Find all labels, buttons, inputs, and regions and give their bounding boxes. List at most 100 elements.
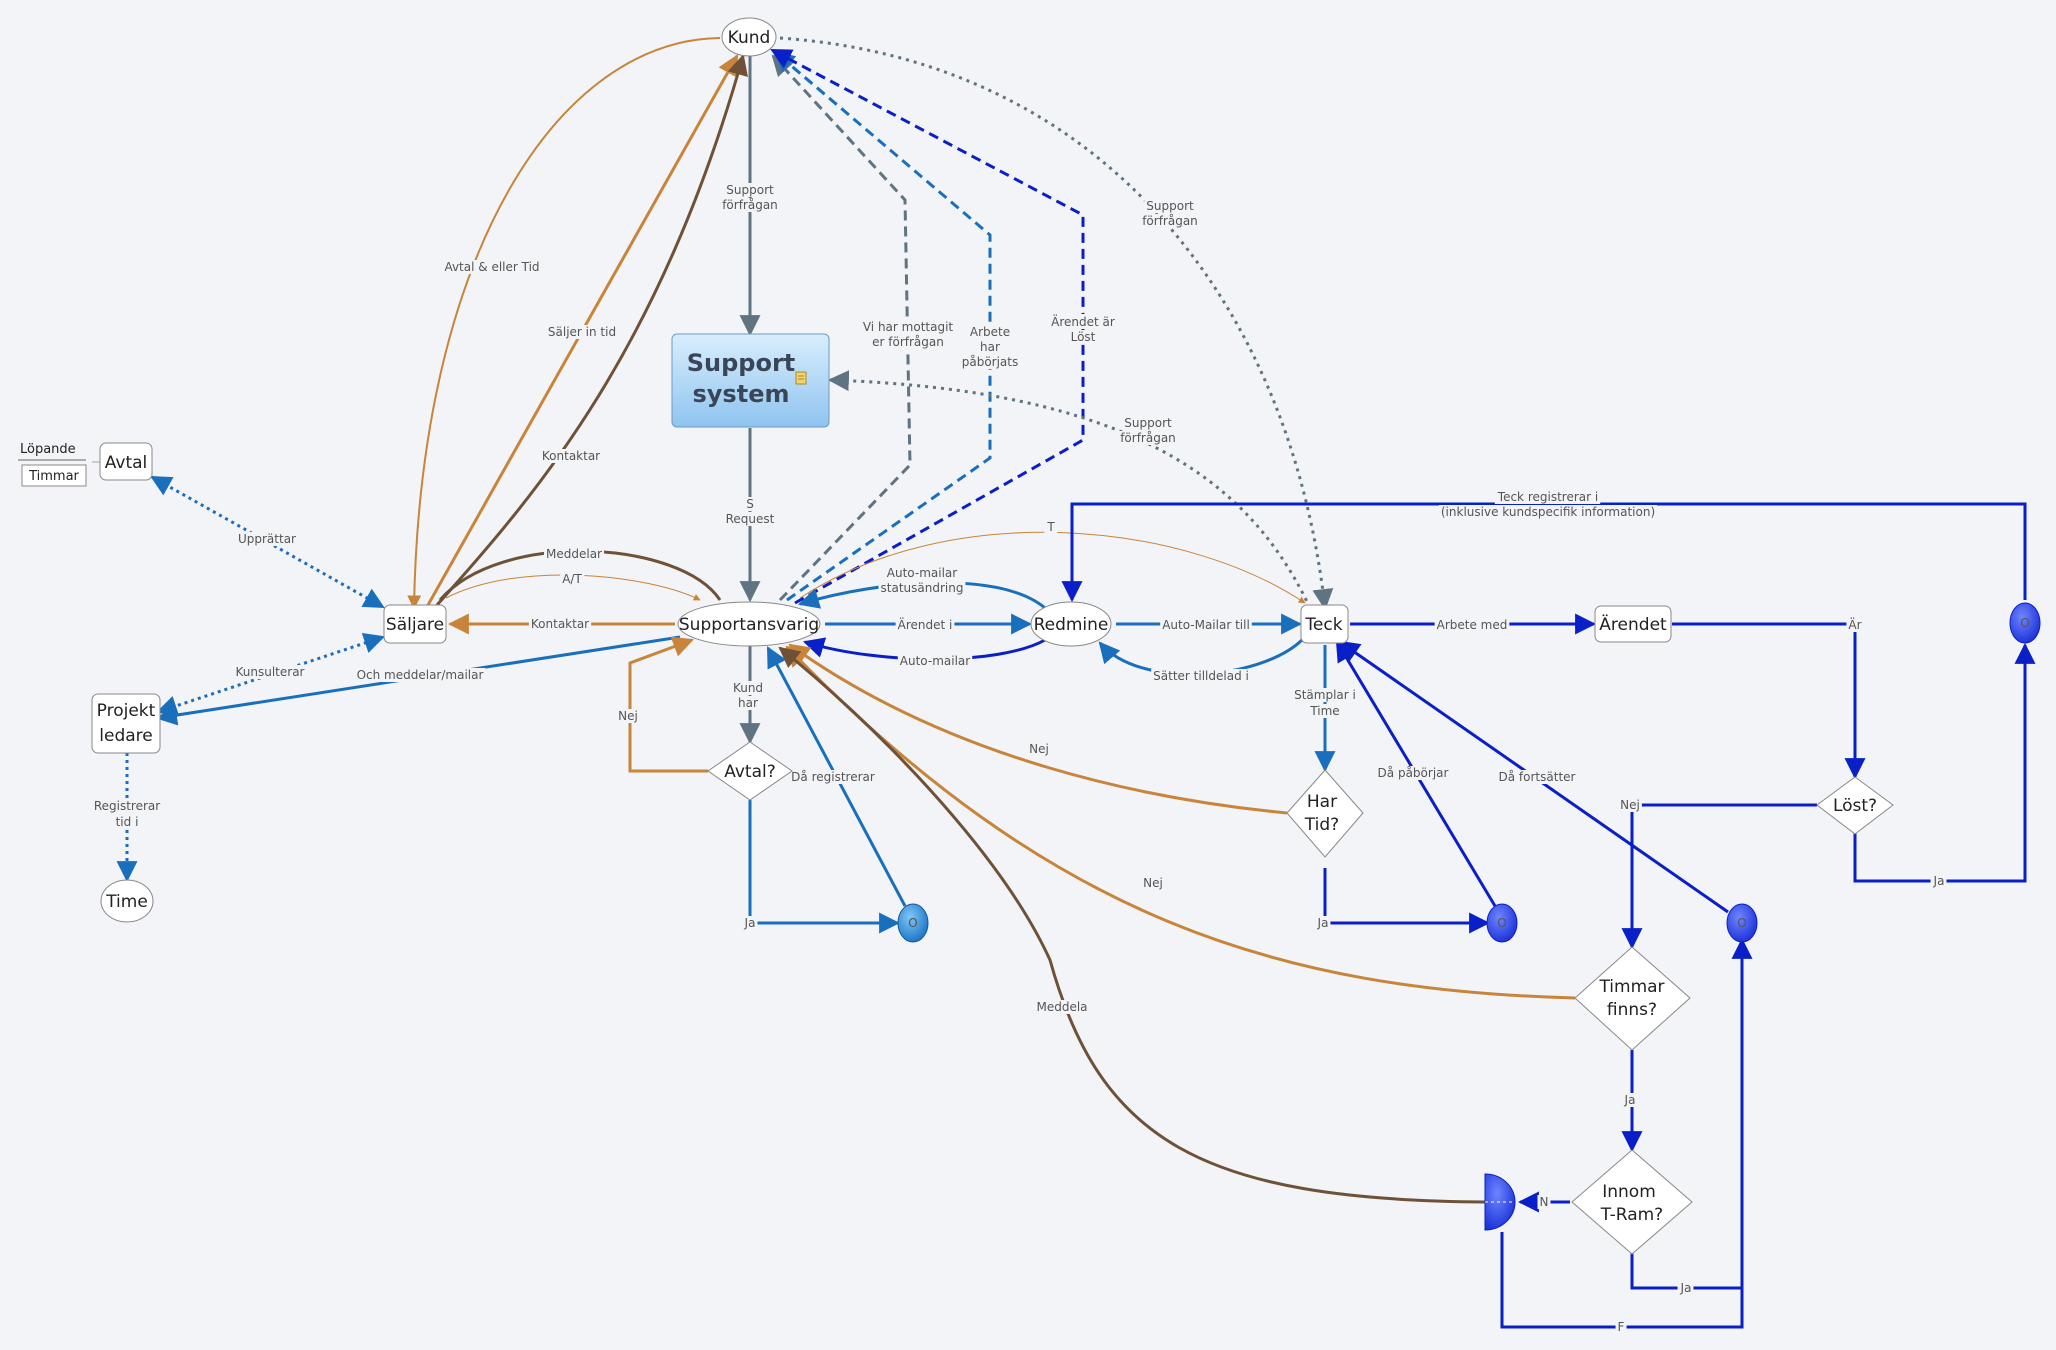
node-kund-label: Kund	[728, 28, 771, 48]
label-background	[897, 654, 973, 668]
label-satter-tilldelad: Sätter tilldelad i	[1153, 669, 1249, 683]
label-nej-3: Nej	[1620, 798, 1640, 812]
node-saljare[interactable]: Säljare	[383, 604, 447, 644]
support-system-title-2: system	[693, 380, 790, 408]
label-nej-1: Nej	[618, 709, 638, 723]
label-registrerar-a: Registrerar	[94, 799, 160, 813]
label-och-meddelar: Och meddelar/mailar	[357, 668, 484, 682]
label-background	[1151, 669, 1251, 683]
label-background	[91, 799, 163, 813]
label-background	[1140, 214, 1200, 228]
o-marker-avtal[interactable]: O	[897, 903, 929, 943]
label-ja-5: Ja	[1680, 1281, 1692, 1295]
label-background	[1537, 1195, 1551, 1209]
o-marker-har-tid[interactable]: O	[1486, 903, 1518, 943]
label-background	[1434, 618, 1510, 632]
label-nej-2: Nej	[1029, 742, 1049, 756]
label-background	[1144, 199, 1197, 213]
label-background	[1044, 520, 1058, 534]
node-support-system[interactable]: Support system	[671, 333, 830, 428]
decision-avtal-label: Avtal?	[724, 762, 776, 782]
decision-har-tid-label-1: Har	[1307, 792, 1337, 812]
label-da-fortsatter: Då fortsätter	[1499, 770, 1576, 784]
decision-lost[interactable]: Löst?	[1816, 776, 1894, 835]
label-background	[884, 566, 960, 580]
label-support-forfragan-1b: förfrågan	[722, 198, 778, 212]
label-ja-1: Ja	[744, 916, 756, 930]
label-da-paborjar: Då påbörjar	[1378, 766, 1449, 780]
label-background	[895, 617, 955, 632]
label-background	[878, 581, 966, 595]
label-registrerar-b: tid i	[116, 815, 139, 829]
label-background	[233, 665, 307, 679]
label-background	[1122, 416, 1175, 430]
node-saljare-label: Säljare	[386, 615, 444, 635]
label-background	[1615, 1320, 1627, 1334]
node-avtal-label: Avtal	[105, 453, 148, 473]
label-arendet-i: Ärendet i	[898, 617, 953, 632]
decision-innom-label-1: Innom	[1602, 1182, 1656, 1202]
label-background	[528, 617, 592, 631]
label-vi-har-mottagit-a: Vi har mottagit	[863, 320, 954, 334]
label-t: T	[1046, 520, 1055, 534]
label-background	[1618, 798, 1642, 812]
decision-avtal[interactable]: Avtal?	[707, 741, 793, 801]
node-supportansvarig-label: Supportansvarig	[679, 615, 819, 635]
label-nej-4: Nej	[1143, 876, 1163, 890]
label-teck-registrerar-b: (inklusive kundspecifik information)	[1441, 505, 1655, 519]
label-background	[870, 335, 946, 349]
label-meddelar: Meddelar	[546, 547, 602, 561]
label-kund-har-a: Kund	[733, 681, 763, 695]
label-arbete-med: Arbete med	[1437, 618, 1508, 632]
label-background	[235, 532, 299, 546]
label-background	[1049, 314, 1117, 329]
label-teck-registrerar-a: Teck registrerar i	[1497, 490, 1598, 504]
node-projektledare[interactable]: Projekt ledare	[91, 693, 161, 754]
o-marker-lost[interactable]: O	[2009, 602, 2041, 644]
label-background	[544, 547, 605, 561]
label-background	[789, 770, 877, 784]
label-kund-har-b: har	[738, 696, 758, 710]
label-background	[1375, 766, 1451, 780]
node-kund[interactable]: Kund	[721, 17, 777, 57]
label-kontaktar-mid: Kontaktar	[531, 617, 589, 631]
label-saljer-in-tid: Säljer in tid	[548, 325, 616, 339]
label-background	[113, 815, 141, 829]
node-avtal[interactable]: Avtal	[99, 442, 153, 481]
label-stamplar-b: Time	[1309, 704, 1339, 718]
node-supportansvarig[interactable]: Supportansvarig	[677, 601, 821, 647]
decision-timmar-finns[interactable]: Timmar finns?	[1574, 946, 1691, 1051]
node-time-label: Time	[105, 892, 148, 912]
label-background	[1314, 916, 1331, 930]
label-support-forfragan-3a: Support	[1124, 416, 1172, 430]
node-projektledare-label-1: Projekt	[97, 701, 156, 721]
label-background	[539, 449, 603, 463]
note-icon[interactable]	[795, 371, 807, 385]
label-background	[1846, 617, 1864, 632]
node-redmine[interactable]: Redmine	[1030, 601, 1112, 647]
half-circle-marker[interactable]	[1484, 1173, 1516, 1231]
label-n: N	[1540, 1195, 1549, 1209]
label-background	[720, 198, 780, 212]
label-ar: Är	[1848, 617, 1861, 632]
label-background	[1160, 618, 1252, 632]
label-auto-mailar: Auto-mailar	[900, 654, 970, 668]
node-arendet[interactable]: Ärendet	[1594, 605, 1672, 643]
label-arbete-har-b: har	[980, 340, 1000, 354]
node-time[interactable]: Time	[100, 879, 154, 923]
decision-innom[interactable]: Innom T-Ram?	[1571, 1149, 1693, 1255]
label-kontaktar-top: Kontaktar	[542, 449, 600, 463]
label-stamplar-a: Stämplar i	[1294, 688, 1356, 702]
node-teck[interactable]: Teck	[1300, 604, 1349, 644]
label-background	[1068, 330, 1098, 344]
label-background	[741, 916, 758, 930]
node-timmar[interactable]: Timmar	[21, 464, 87, 487]
decision-har-tid[interactable]: Har Tid?	[1286, 769, 1364, 858]
nodes: Kund Support system Supportansvarig Redm…	[20, 17, 2041, 1255]
label-support-forfragan-3b: förfrågan	[1120, 431, 1176, 445]
o-marker-fortsatter[interactable]: O	[1726, 903, 1758, 943]
node-teck-label: Teck	[1304, 615, 1342, 635]
label-background	[1027, 742, 1051, 756]
o-marker-fortsatter-label: O	[1737, 916, 1746, 930]
label-f: F	[1618, 1320, 1625, 1334]
